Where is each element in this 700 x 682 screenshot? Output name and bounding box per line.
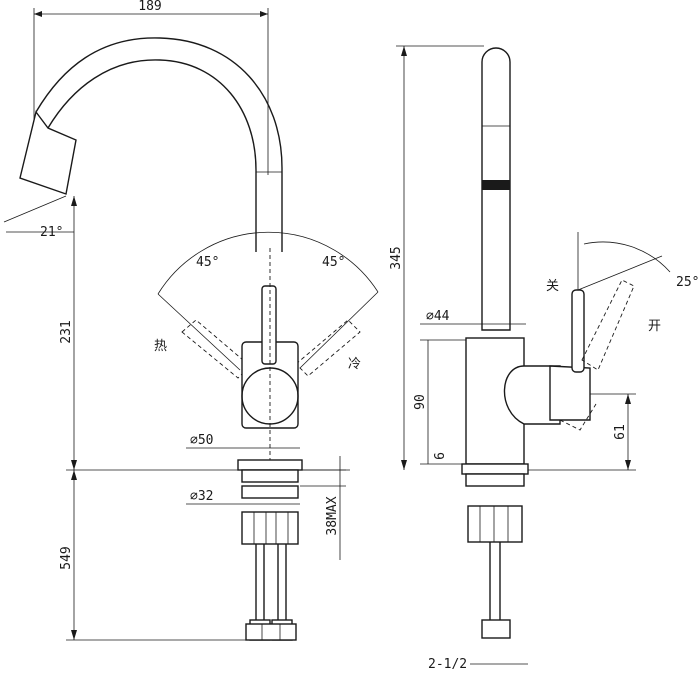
dim-label-6: 6: [433, 452, 448, 460]
dim-lever-angle: 25°: [577, 232, 699, 291]
side-view: 25° 关 开 345 ∅44 90 6: [389, 45, 699, 672]
dim-label-231: 231: [59, 320, 74, 343]
dim-label-90: 90: [413, 394, 428, 410]
label-open: 开: [648, 319, 661, 334]
dim-label-45-right: 45°: [322, 255, 345, 270]
side-spout: [481, 47, 511, 331]
dim-height-231: 231: [59, 196, 350, 471]
dim-height-90: 90: [413, 339, 466, 464]
dim-label-50: ∅50: [190, 433, 213, 448]
side-lever-open-position: [581, 279, 635, 371]
dim-label-44: ∅44: [426, 309, 450, 324]
label-cold: 冷: [348, 357, 361, 372]
supply-hoses: [245, 544, 297, 641]
dim-diameter-32: ∅32: [186, 489, 300, 505]
dim-label-32: ∅32: [190, 489, 213, 504]
dim-label-21: 21°: [40, 225, 63, 240]
lever-cold-position: [295, 319, 361, 377]
side-lever-base-dash: [559, 403, 597, 431]
label-closed: 关: [546, 279, 559, 294]
dim-diameter-50: ∅50: [186, 433, 300, 449]
dim-label-549: 549: [59, 546, 74, 569]
label-hot: 热: [154, 339, 167, 354]
dim-handle-61: 61: [526, 393, 636, 471]
dim-label-345: 345: [389, 246, 404, 269]
dim-label-45-left: 45°: [196, 255, 219, 270]
mounting-nut: [241, 485, 299, 545]
dim-height-345: 345: [389, 45, 484, 470]
side-base-assembly: [461, 463, 529, 639]
dim-label-25: 25°: [676, 275, 699, 290]
dim-diameter-44: ∅44: [420, 309, 526, 325]
dim-label-2-1-2: 2-1/2: [428, 657, 467, 672]
handle-angle-arc: 45° 45°: [157, 231, 379, 371]
side-body: [465, 289, 591, 465]
dim-label-61: 61: [613, 424, 628, 440]
dim-label-38max: 38MAX: [325, 496, 340, 535]
front-view: 189 21° 45° 45° 热 冷: [3, 0, 379, 641]
dim-width-189: 189: [33, 0, 269, 175]
spout: [19, 37, 283, 252]
dim-label-189: 189: [138, 0, 161, 14]
dim-38max: 38MAX: [300, 456, 346, 560]
dim-thread: 2-1/2: [428, 657, 528, 672]
dim-spout-angle: 21°: [3, 195, 74, 240]
dim-hose-549: 549: [59, 470, 296, 641]
